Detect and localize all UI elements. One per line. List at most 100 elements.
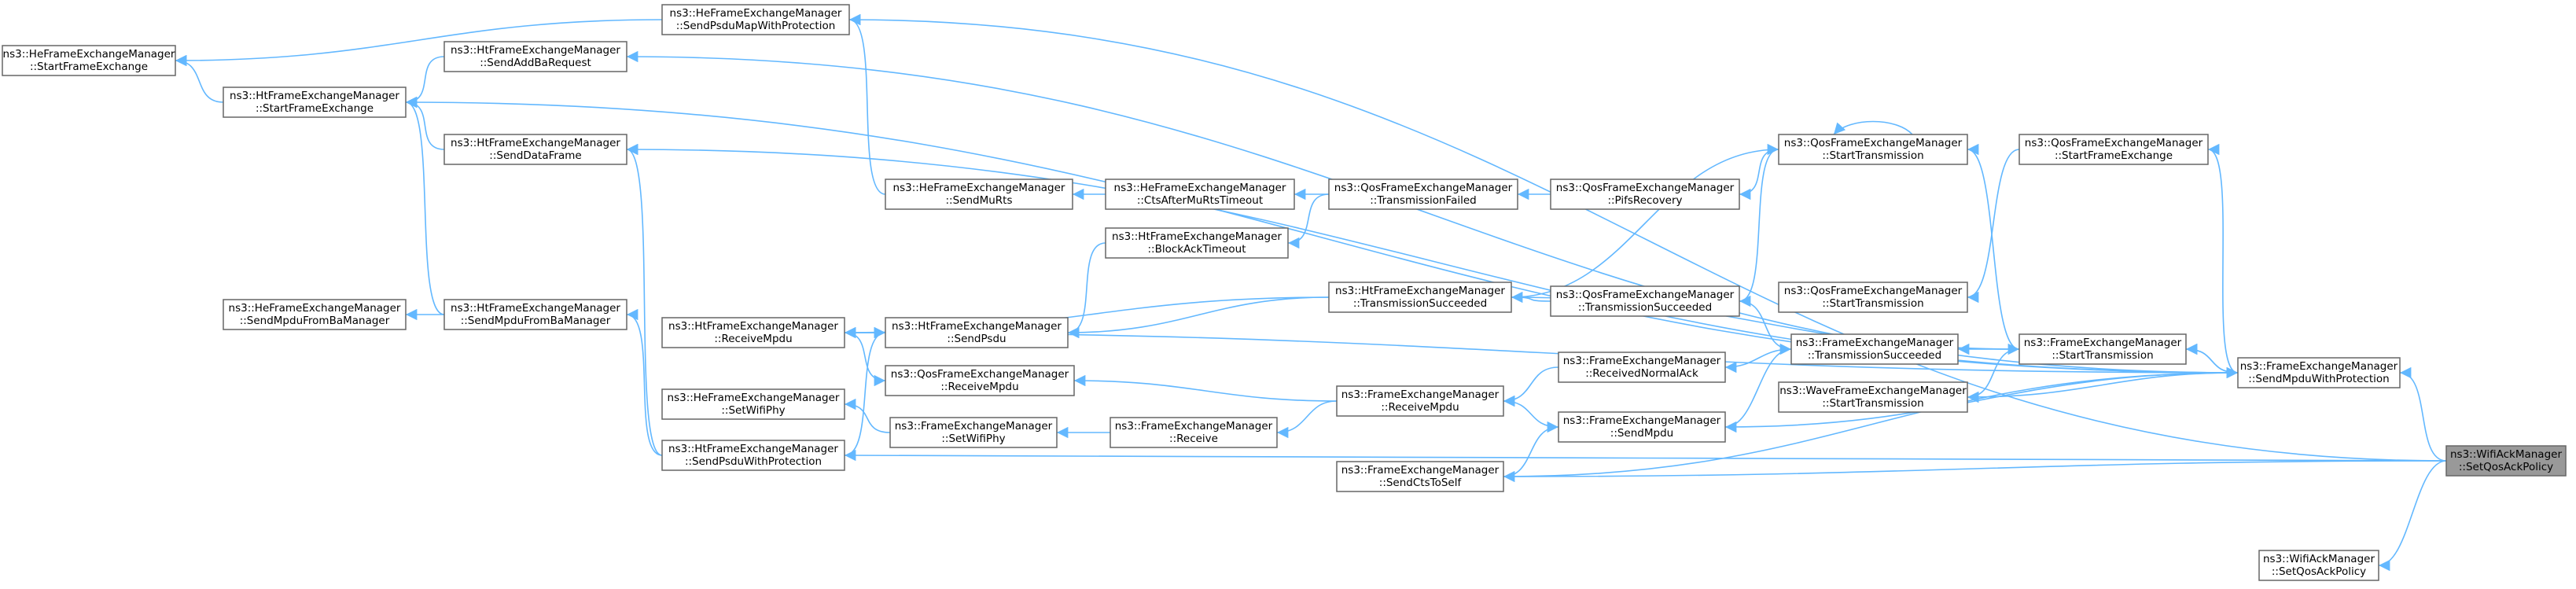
function-node-htfe-sendpsdu[interactable]: ns3::HtFrameExchangeManager::SendPsdu bbox=[885, 317, 1069, 348]
function-node-qosfe-txsucc[interactable]: ns3::QosFrameExchangeManager::Transmissi… bbox=[1550, 285, 1740, 317]
function-node-hefe-ctsafter[interactable]: ns3::HeFrameExchangeManager::CtsAfterMuR… bbox=[1105, 179, 1295, 210]
node-method-name: ::SendPsdu bbox=[947, 333, 1006, 345]
node-class-name: ns3::HtFrameExchangeManager bbox=[892, 320, 1062, 333]
node-method-name: ::ReceiveMpdu bbox=[1381, 401, 1459, 414]
function-node-wavefe-starttx[interactable]: ns3::WaveFrameExchangeManager::StartTran… bbox=[1778, 381, 1968, 413]
function-node-htfe-sendaddba[interactable]: ns3::HtFrameExchangeManager::SendAddBaRe… bbox=[443, 41, 627, 72]
function-node-htfe-blockack[interactable]: ns3::HtFrameExchangeManager::BlockAckTim… bbox=[1105, 227, 1289, 259]
node-method-name: ::SetWifiPhy bbox=[721, 404, 785, 417]
node-method-name: ::SetQosAckPolicy bbox=[2272, 565, 2366, 578]
node-class-name: ns3::QosFrameExchangeManager bbox=[1334, 182, 1513, 194]
node-class-name: ns3::FrameExchangeManager bbox=[2240, 360, 2398, 373]
call-edge bbox=[405, 96, 445, 315]
node-class-name: ns3::FrameExchangeManager bbox=[1563, 414, 1721, 427]
call-edge bbox=[1503, 460, 2447, 483]
node-class-name: ns3::HtFrameExchangeManager bbox=[451, 302, 620, 315]
node-box bbox=[443, 134, 627, 165]
function-node-hefe-setwifiphy[interactable]: ns3::HeFrameExchangeManager::SetWifiPhy bbox=[661, 388, 845, 420]
node-class-name: ns3::WifiAckManager bbox=[2263, 553, 2375, 565]
call-edge bbox=[1073, 374, 1338, 402]
node-method-name: ::SendMpduFromBaManager bbox=[461, 315, 611, 327]
node-class-name: ns3::HtFrameExchangeManager bbox=[668, 320, 838, 333]
call-edge bbox=[2399, 366, 2447, 462]
function-node-fe-sendcts[interactable]: ns3::FrameExchangeManager::SendCtsToSelf bbox=[1336, 461, 1504, 492]
node-class-name: ns3::WifiAckManager bbox=[2450, 448, 2562, 461]
call-edge bbox=[844, 332, 886, 387]
node-class-name: ns3::WaveFrameExchangeManager bbox=[1779, 385, 1967, 397]
call-edge bbox=[405, 96, 445, 150]
function-node-qosfe-txfailed[interactable]: ns3::QosFrameExchangeManager::Transmissi… bbox=[1328, 179, 1518, 210]
function-node-fe-txsucc[interactable]: ns3::FrameExchangeManager::TransmissionS… bbox=[1790, 333, 1959, 365]
node-method-name: ::StartFrameExchange bbox=[30, 61, 148, 73]
function-node-htfe-sendpsdu-prot[interactable]: ns3::HtFrameExchangeManager::SendPsduWit… bbox=[661, 440, 845, 471]
node-box bbox=[2445, 445, 2567, 477]
node-method-name: ::SendMpduFromBaManager bbox=[240, 315, 390, 327]
call-edge bbox=[844, 449, 2447, 462]
node-class-name: ns3::HtFrameExchangeManager bbox=[451, 44, 620, 57]
node-method-name: ::ReceiveMpdu bbox=[940, 381, 1018, 393]
function-node-htfe-sendmpdufromba[interactable]: ns3::HtFrameExchangeManager::SendMpduFro… bbox=[443, 299, 627, 330]
function-node-fe-setwifiphy[interactable]: ns3::FrameExchangeManager::SetWifiPhy bbox=[889, 417, 1058, 448]
function-node-hefe-sendpsdumap[interactable]: ns3::HeFrameExchangeManager::SendPsduMap… bbox=[661, 4, 850, 35]
node-box bbox=[1558, 411, 1726, 443]
call-edge bbox=[844, 326, 2239, 374]
node-method-name: ::Receive bbox=[1169, 433, 1218, 445]
function-node-fe-sendmpdu[interactable]: ns3::FrameExchangeManager::SendMpdu bbox=[1558, 411, 1726, 443]
function-node-fe-recvnormalack[interactable]: ns3::FrameExchangeManager::ReceivedNorma… bbox=[1558, 352, 1726, 383]
node-box bbox=[1328, 282, 1512, 313]
call-edge bbox=[1967, 348, 2020, 403]
function-node-htfe-txsucc[interactable]: ns3::HtFrameExchangeManager::Transmissio… bbox=[1328, 282, 1512, 313]
call-edge bbox=[1287, 193, 1330, 249]
call-edge bbox=[1967, 143, 2020, 350]
node-class-name: ns3::HeFrameExchangeManager bbox=[670, 7, 842, 20]
function-node-fe-recvmpdu[interactable]: ns3::FrameExchangeManager::ReceiveMpdu bbox=[1336, 385, 1504, 417]
function-node-hefe-sendmurts[interactable]: ns3::HeFrameExchangeManager::SendMuRts bbox=[885, 179, 1073, 210]
call-edge bbox=[626, 308, 663, 456]
node-box bbox=[1336, 385, 1504, 417]
function-node-htfe-recvmpdu[interactable]: ns3::HtFrameExchangeManager::ReceiveMpdu bbox=[661, 317, 845, 348]
node-box bbox=[1778, 134, 1968, 165]
node-method-name: ::TransmissionFailed bbox=[1370, 194, 1476, 207]
node-class-name: ns3::QosFrameExchangeManager bbox=[891, 368, 1069, 381]
node-box bbox=[885, 365, 1075, 396]
call-edge bbox=[1503, 395, 1559, 428]
function-node-qosfe-recvmpdu[interactable]: ns3::QosFrameExchangeManager::ReceiveMpd… bbox=[885, 365, 1075, 396]
node-class-name: ns3::HtFrameExchangeManager bbox=[668, 443, 838, 455]
function-node-setqos2[interactable]: ns3::WifiAckManager::SetQosAckPolicy bbox=[2258, 550, 2379, 581]
function-node-qosfe-starttx-b[interactable]: ns3::QosFrameExchangeManager::StartTrans… bbox=[1778, 282, 1968, 313]
node-box bbox=[885, 179, 1073, 210]
node-box bbox=[1336, 461, 1504, 492]
node-box bbox=[1558, 352, 1726, 383]
node-box bbox=[2018, 333, 2187, 365]
function-node-htfe-startfe[interactable]: ns3::HtFrameExchangeManager::StartFrameE… bbox=[223, 87, 407, 118]
node-class-name: ns3::HtFrameExchangeManager bbox=[230, 90, 399, 102]
call-edge bbox=[175, 19, 663, 67]
function-node-hefe-sendmpdufromba[interactable]: ns3::HeFrameExchangeManager::SendMpduFro… bbox=[223, 299, 407, 330]
node-class-name: ns3::QosFrameExchangeManager bbox=[1556, 182, 1735, 194]
call-edge bbox=[1503, 366, 2239, 477]
function-node-hefe-startfe[interactable]: ns3::HeFrameExchangeManager::StartFrameE… bbox=[2, 45, 176, 76]
node-class-name: ns3::HeFrameExchangeManager bbox=[3, 48, 175, 61]
function-nodes: ns3::WifiAckManager::SetQosAckPolicyns3:… bbox=[2, 4, 2567, 581]
node-class-name: ns3::HeFrameExchangeManager bbox=[668, 392, 840, 404]
function-node-fe-starttx[interactable]: ns3::FrameExchangeManager::StartTransmis… bbox=[2018, 333, 2187, 365]
node-box bbox=[2237, 357, 2401, 388]
function-node-target[interactable]: ns3::WifiAckManager::SetQosAckPolicy bbox=[2445, 445, 2567, 477]
node-box bbox=[661, 4, 850, 35]
node-method-name: ::SendMuRts bbox=[945, 194, 1012, 207]
node-class-name: ns3::HtFrameExchangeManager bbox=[1112, 230, 1282, 243]
function-node-fe-sendmpdu-prot[interactable]: ns3::FrameExchangeManager::SendMpduWithP… bbox=[2237, 357, 2401, 388]
node-method-name: ::StartTransmission bbox=[1822, 397, 1923, 410]
function-node-htfe-senddata[interactable]: ns3::HtFrameExchangeManager::SendDataFra… bbox=[443, 134, 627, 165]
node-class-name: ns3::FrameExchangeManager bbox=[895, 420, 1053, 433]
call-edge bbox=[1276, 400, 1338, 439]
function-node-qosfe-starttx-a[interactable]: ns3::QosFrameExchangeManager::StartTrans… bbox=[1778, 134, 1968, 165]
function-node-qosfe-pifs[interactable]: ns3::QosFrameExchangeManager::PifsRecove… bbox=[1550, 179, 1740, 210]
call-edge bbox=[1833, 120, 1913, 135]
node-class-name: ns3::QosFrameExchangeManager bbox=[1784, 137, 1963, 149]
call-edge bbox=[1511, 143, 1779, 298]
function-node-fe-receive[interactable]: ns3::FrameExchangeManager::Receive bbox=[1110, 417, 1278, 448]
function-node-qosfe-startfe[interactable]: ns3::QosFrameExchangeManager::StartFrame… bbox=[2018, 134, 2209, 165]
call-edge bbox=[626, 50, 2239, 374]
node-class-name: ns3::HtFrameExchangeManager bbox=[1335, 285, 1505, 297]
